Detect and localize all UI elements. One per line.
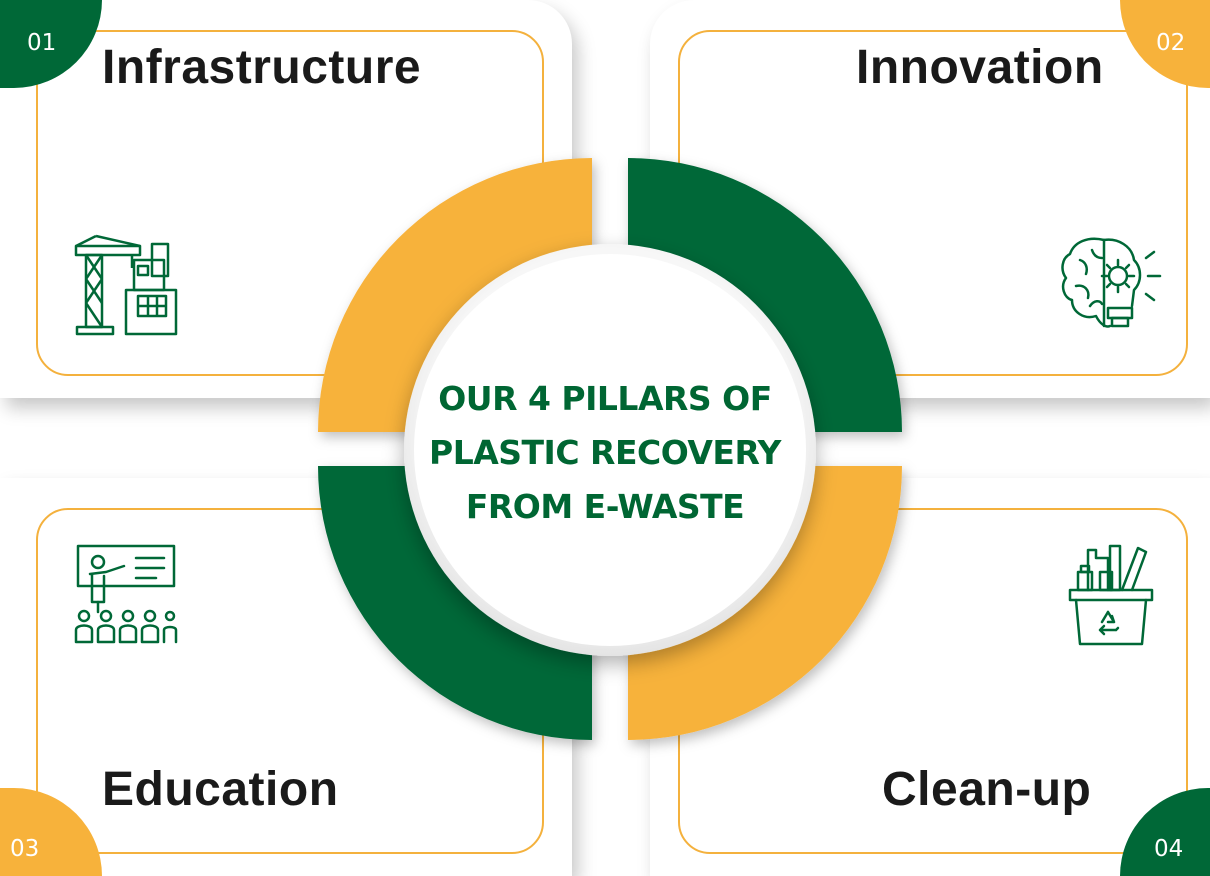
pillar-title-cleanup: Clean-up [882,763,1092,816]
center-heading-line: OUR 4 PILLARS OF [438,379,772,418]
construction-crane-building-icon [74,234,178,336]
pillar-title-infrastructure: Infrastructure [102,41,422,94]
center-heading: OUR 4 PILLARS OF PLASTIC RECOVERY FROM E… [410,372,800,534]
recycling-bin-icon [1068,544,1154,646]
center-heading-line: PLASTIC RECOVERY [429,433,781,472]
pillar-number-badge-01: 01 [0,0,102,88]
ring-segment-infrastructure [318,158,592,432]
pillar-title-education: Education [102,763,339,816]
pillar-title-innovation: Innovation [856,41,1104,94]
center-heading-line: FROM E-WASTE [465,487,745,526]
brain-gear-lightbulb-icon [1061,237,1162,328]
ring-segment-innovation [628,158,902,432]
ring-segment-cleanup [628,466,902,740]
teacher-classroom-icon [74,544,178,644]
ring-segment-education [318,466,592,740]
